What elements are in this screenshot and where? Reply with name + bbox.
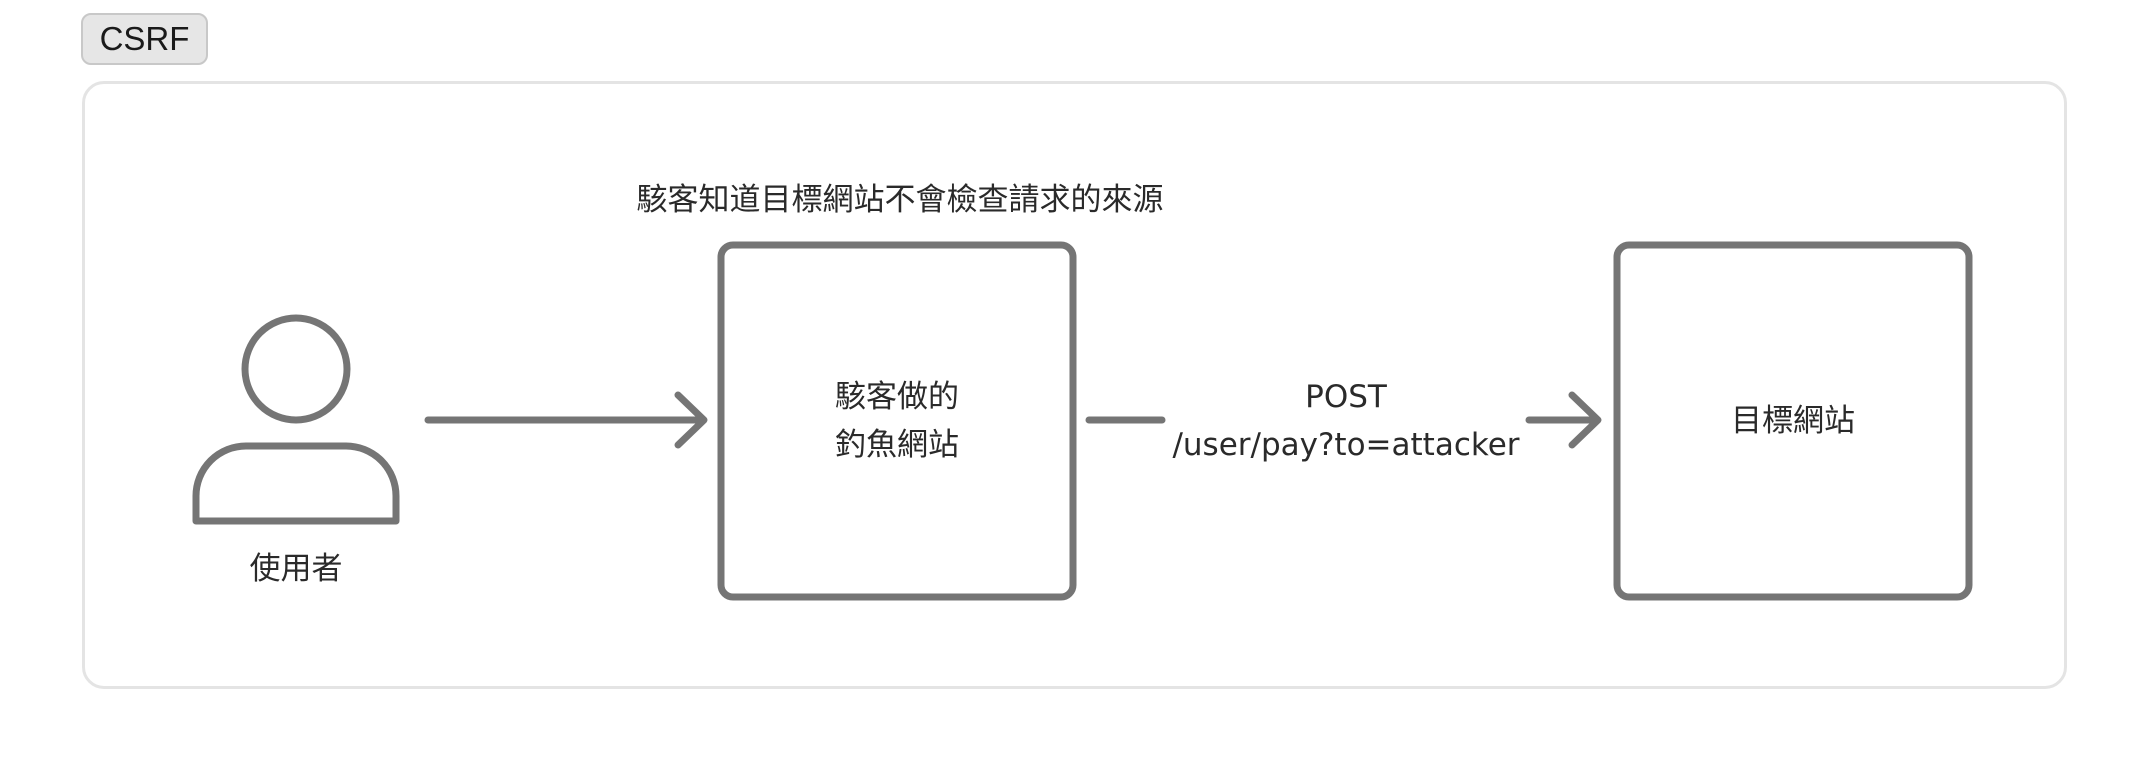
target-site-label-text: 目標網站 (1731, 403, 1855, 439)
user-icon-body (192, 442, 400, 525)
attacker-note: 駭客知道目標網站不會檢查請求的來源 (636, 182, 1164, 218)
arrow-user-to-phishing (424, 391, 708, 449)
csrf-tag: CSRF (81, 13, 208, 65)
user-icon (192, 314, 400, 525)
phishing-site-box (717, 241, 1077, 601)
user-icon-head (241, 314, 351, 424)
phishing-site-label-line1: 駭客做的 (835, 379, 959, 415)
arrow-request-to-target (1525, 391, 1602, 449)
target-site-box (1613, 241, 1973, 601)
target-site-label: 目標網站 (1620, 248, 1966, 594)
request-method: POST (1305, 379, 1387, 415)
request-path: /user/pay?to=attacker (1172, 427, 1520, 463)
request-label: POST /user/pay?to=attacker (1170, 373, 1522, 469)
phishing-site-label: 駭客做的 釣魚網站 (724, 248, 1070, 594)
phishing-site-label-line2: 釣魚網站 (835, 427, 959, 463)
user-label: 使用者 (249, 551, 343, 587)
